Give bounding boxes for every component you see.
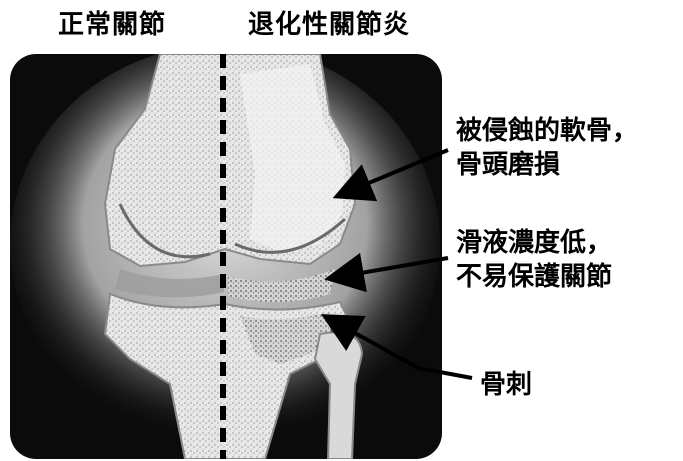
- arrow-to-cartilage: [340, 150, 448, 195]
- eroded-cartilage-line-1: 被侵蝕的軟骨，: [456, 114, 638, 148]
- arrow-to-bone-spur: [328, 318, 472, 378]
- bone-spur-label: 骨刺: [480, 368, 532, 402]
- eroded-cartilage-label: 被侵蝕的軟骨， 骨頭磨損: [456, 114, 638, 182]
- arrow-to-synovial-fluid: [332, 258, 448, 278]
- eroded-cartilage-line-2: 骨頭磨損: [456, 148, 638, 182]
- synovial-fluid-line-1: 滑液濃度低，: [456, 226, 612, 260]
- synovial-fluid-label: 滑液濃度低， 不易保護關節: [456, 226, 612, 294]
- synovial-fluid-line-2: 不易保護關節: [456, 260, 612, 294]
- bone-spur-line-1: 骨刺: [480, 368, 532, 402]
